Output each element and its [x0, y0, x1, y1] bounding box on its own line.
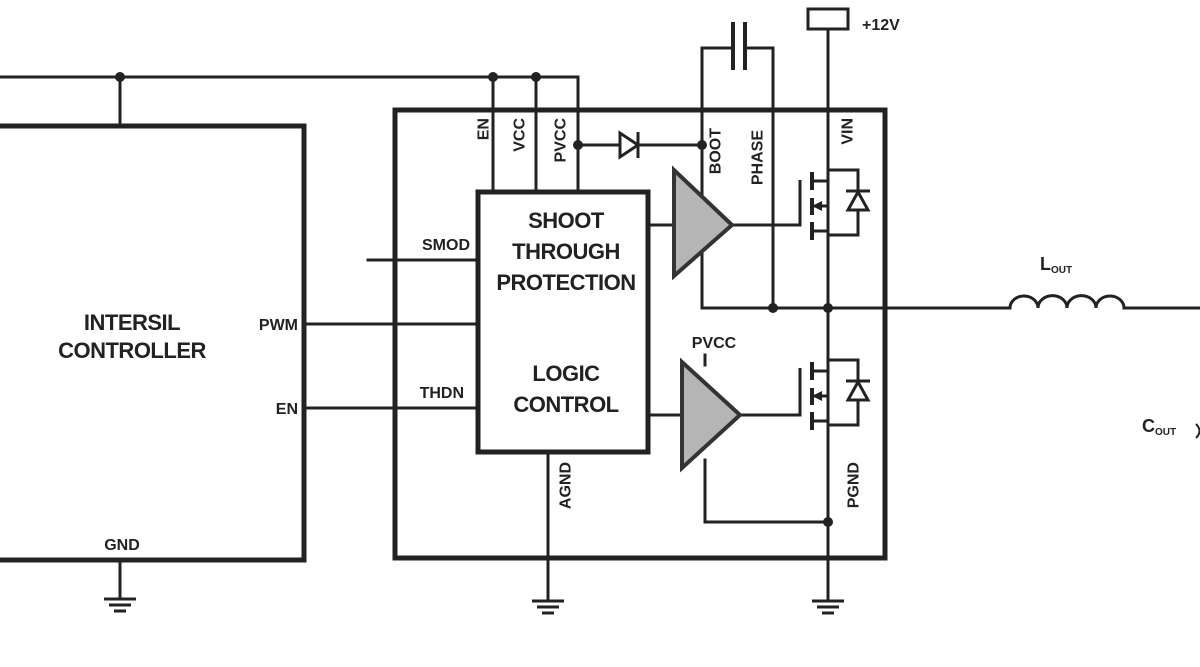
ground-icon [104, 597, 136, 613]
driver-pin-vin: VIN [840, 118, 857, 145]
driver-pin-agnd: AGND [558, 462, 575, 509]
logic-line4: LOGIC [532, 361, 600, 386]
inductor-label: L [1040, 254, 1051, 274]
junction-dots [115, 72, 833, 527]
boot-diode [618, 130, 641, 160]
controller-pin-gnd: GND [104, 537, 140, 554]
svg-text:COUT: COUT [1142, 416, 1176, 438]
bootstrap-capacitor [731, 22, 747, 70]
capacitor-label: C [1142, 416, 1155, 436]
inductor-label-sub: OUT [1051, 265, 1072, 276]
controller-pin-en: EN [276, 401, 298, 418]
low-side-mosfet [798, 358, 871, 430]
controller-name-line2: CONTROLLER [58, 338, 206, 363]
driver-pin-phase: PHASE [750, 130, 767, 185]
ground-icon [532, 599, 564, 615]
driver-pin-smod: SMOD [422, 237, 470, 254]
driver-pin-vcc: VCC [512, 118, 529, 152]
controller-name-line1: INTERSIL [84, 310, 180, 335]
logic-line5: CONTROL [513, 392, 618, 417]
driver-pin-thdn: THDN [420, 385, 464, 402]
high-side-gate-driver [672, 165, 735, 281]
controller-pin-pwm: PWM [259, 317, 298, 334]
low-side-gate-driver [680, 357, 743, 473]
svg-text:LOUT: LOUT [1040, 254, 1072, 276]
intersil-controller: INTERSIL CONTROLLER PWM EN GND [0, 123, 307, 563]
capacitor-label-sub: OUT [1155, 427, 1176, 438]
logic-line1: SHOOT [528, 208, 605, 233]
driver-ic: EN VCC PVCC BOOT PHASE VIN SMOD THDN AGN… [392, 107, 888, 561]
supply-label: +12V [862, 17, 900, 34]
driver-pin-pgnd: PGND [846, 462, 863, 508]
driver-pin-en: EN [476, 118, 493, 140]
wires [0, 26, 1200, 602]
output-capacitor: COUT [1142, 416, 1200, 439]
logic-line2: THROUGH [512, 239, 620, 264]
ground-icon [812, 599, 844, 615]
shoot-through-logic-block: SHOOT THROUGH PROTECTION LOGIC CONTROL [475, 189, 651, 455]
driver-pin-pvcc: PVCC [553, 118, 570, 163]
driver-pin-pvcc-low: PVCC [692, 335, 737, 352]
output-inductor: LOUT [1008, 254, 1126, 309]
high-side-mosfet [798, 168, 871, 240]
driver-pin-boot: BOOT [708, 128, 725, 174]
supply-terminal: +12V [806, 7, 900, 34]
logic-line3: PROTECTION [496, 270, 635, 295]
